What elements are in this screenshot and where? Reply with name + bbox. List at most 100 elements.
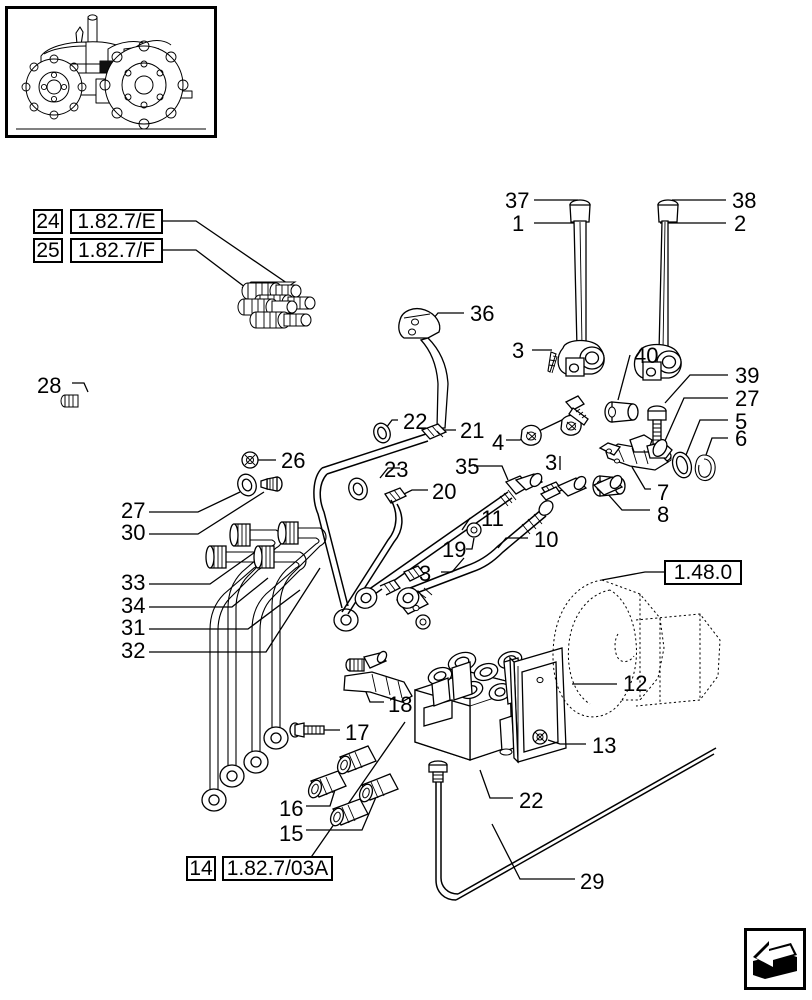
fitting-right-upper — [539, 475, 588, 501]
ref-number-25[interactable]: 25 — [33, 238, 63, 263]
callout-16[interactable]: 16 — [279, 798, 303, 820]
pipe-assembly-20 — [341, 487, 428, 615]
ref-box-1480-label: 1.48.0 — [673, 561, 733, 584]
ref-box-1827E[interactable]: 1.82.7/E — [70, 209, 163, 234]
part-15-coupler-set — [306, 773, 399, 831]
callout-32[interactable]: 32 — [121, 640, 145, 662]
ref-box-182703A[interactable]: 1.82.7/03A — [222, 856, 333, 881]
callout-15-label: 15 — [279, 821, 304, 846]
callout-22-a-label: 22 — [403, 409, 428, 434]
callout-35-label: 35 — [455, 454, 480, 479]
callout-1[interactable]: 1 — [512, 213, 524, 235]
callout-22-a[interactable]: 22 — [403, 411, 427, 433]
part-28-plug — [60, 382, 89, 408]
callout-17[interactable]: 17 — [345, 722, 369, 744]
callout-39-label: 39 — [735, 363, 760, 388]
callout-27-a[interactable]: 27 — [121, 500, 145, 522]
ref-box-1827F[interactable]: 1.82.7/F — [70, 238, 163, 263]
callout-13-label: 13 — [592, 733, 617, 758]
callout-4[interactable]: 4 — [492, 432, 504, 454]
callout-26[interactable]: 26 — [281, 450, 305, 472]
callout-13[interactable]: 13 — [592, 735, 616, 757]
callout-22-b[interactable]: 22 — [519, 790, 543, 812]
callout-40[interactable]: 40 — [634, 345, 658, 367]
part-4-seal-b — [560, 414, 582, 436]
ref-box-182703A-label: 1.82.7/03A — [226, 857, 329, 880]
callout-37[interactable]: 37 — [505, 190, 529, 212]
callout-18[interactable]: 18 — [388, 694, 412, 716]
callout-20[interactable]: 20 — [432, 481, 456, 503]
callout-3-a[interactable]: 3 — [512, 340, 524, 362]
ref-number-14-label: 14 — [189, 857, 213, 880]
callout-17-label: 17 — [345, 720, 370, 745]
small-nut-a — [415, 614, 431, 630]
callout-3-b[interactable]: 3 — [545, 452, 557, 474]
part-3-bolt-b — [559, 395, 589, 470]
callout-6[interactable]: 6 — [735, 428, 747, 450]
callout-6-label: 6 — [735, 426, 748, 451]
callout-35[interactable]: 35 — [455, 456, 479, 478]
callout-34-label: 34 — [121, 593, 146, 618]
callout-5[interactable]: 5 — [735, 411, 747, 433]
callout-30-label: 30 — [121, 520, 146, 545]
ref-box-1827F-label: 1.82.7/F — [77, 239, 156, 262]
part-22-lower — [428, 760, 513, 901]
ref-box-1480[interactable]: 1.48.0 — [664, 560, 742, 585]
ref-number-24[interactable]: 24 — [33, 209, 63, 234]
callout-23[interactable]: 23 — [384, 459, 408, 481]
callout-23-label: 23 — [384, 457, 409, 482]
callout-26-label: 26 — [281, 448, 306, 473]
part-5-ring — [671, 419, 728, 479]
callout-30[interactable]: 30 — [121, 522, 145, 544]
part-16-coupler-set — [306, 745, 377, 807]
callout-5-label: 5 — [735, 409, 748, 434]
callout-19-label: 19 — [442, 537, 467, 562]
callout-12[interactable]: 12 — [623, 673, 647, 695]
ref-number-14[interactable]: 14 — [186, 856, 216, 881]
pipe-assembly-23 — [313, 433, 429, 632]
callout-10[interactable]: 10 — [534, 529, 558, 551]
part-8-bush — [592, 475, 650, 511]
callout-29[interactable]: 29 — [580, 871, 604, 893]
callout-31[interactable]: 31 — [121, 617, 145, 639]
callout-33[interactable]: 33 — [121, 572, 145, 594]
callout-36[interactable]: 36 — [470, 303, 494, 325]
pipe-assembly-10 — [396, 500, 554, 609]
callout-20-label: 20 — [432, 479, 457, 504]
ref-number-25-label: 25 — [36, 239, 60, 262]
callout-2[interactable]: 2 — [734, 213, 746, 235]
ref-number-24-label: 24 — [36, 210, 60, 233]
callout-2-label: 2 — [734, 211, 747, 236]
callout-8-label: 8 — [657, 502, 670, 527]
part-30-bolt — [149, 476, 283, 535]
callout-27-b-label: 27 — [735, 386, 760, 411]
fitting-right-lower — [592, 474, 624, 496]
callout-31-label: 31 — [121, 615, 146, 640]
callout-11[interactable]: 11 — [481, 508, 504, 530]
callout-39[interactable]: 39 — [735, 365, 759, 387]
callout-10-label: 10 — [534, 527, 559, 552]
callout-3-c[interactable]: 3 — [419, 563, 431, 585]
callout-3-b-label: 3 — [545, 450, 558, 475]
callout-33-label: 33 — [121, 570, 146, 595]
pipe-33 — [149, 545, 265, 812]
ref-box-1827E-label: 1.82.7/E — [77, 210, 156, 233]
callout-19[interactable]: 19 — [442, 539, 466, 561]
part-6-snap-ring — [694, 437, 728, 482]
callout-7[interactable]: 7 — [657, 482, 669, 504]
part-3-clip-d — [541, 481, 563, 498]
callout-7-label: 7 — [657, 480, 670, 505]
callout-27-a-label: 27 — [121, 498, 146, 523]
callout-38[interactable]: 38 — [732, 190, 756, 212]
callout-15[interactable]: 15 — [279, 823, 303, 845]
callout-27-b[interactable]: 27 — [735, 388, 759, 410]
part-26-nut — [241, 451, 276, 469]
callout-28[interactable]: 28 — [37, 375, 61, 397]
callout-37-label: 37 — [505, 188, 530, 213]
callout-21[interactable]: 21 — [460, 420, 484, 442]
callout-28-label: 28 — [37, 373, 62, 398]
callout-34[interactable]: 34 — [121, 595, 145, 617]
callout-8[interactable]: 8 — [657, 504, 669, 526]
pipe-32 — [149, 521, 327, 750]
